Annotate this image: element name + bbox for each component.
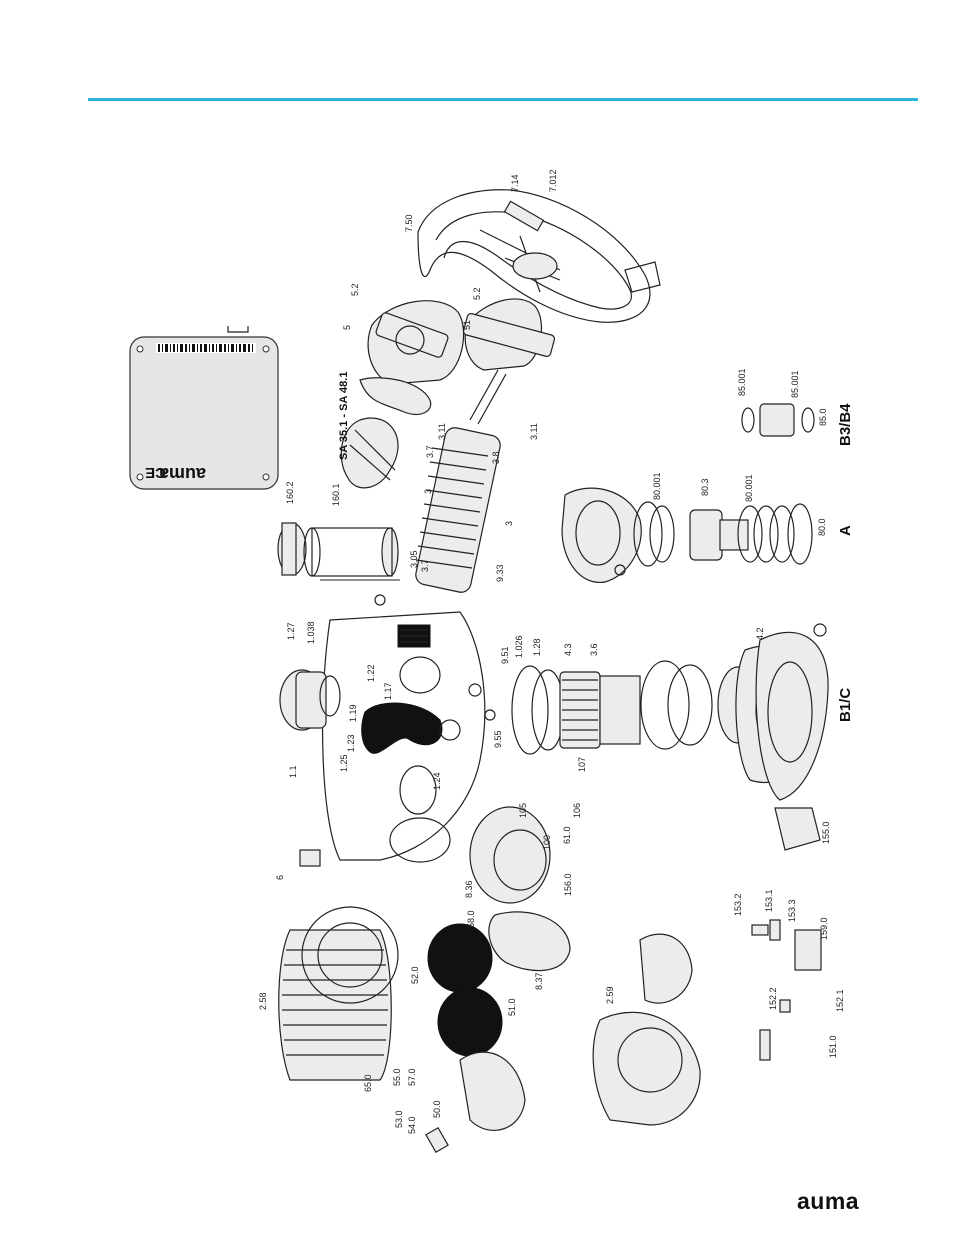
label-1-026: 1.026 (514, 635, 524, 658)
label-55-0: 55.0 (392, 1068, 402, 1086)
small-hardware (299, 564, 827, 1153)
label-5-2-lower: 5.2 (472, 287, 482, 300)
label-2-59: 2.59 (605, 986, 615, 1004)
label-80-3: 80.3 (700, 478, 710, 496)
label-85-001-b: 85.001 (790, 370, 800, 398)
label-3-11-upper: 3.11 (437, 423, 447, 440)
shaft-spring-assembly (340, 369, 507, 593)
label-54-0: 54.0 (407, 1116, 417, 1134)
label-8-36: 8.36 (464, 880, 474, 898)
label-1-23: 1.23 (346, 734, 356, 752)
label-5-2-upper: 5.2 (350, 283, 360, 296)
label-80-001-b: 80.001 (744, 474, 754, 502)
motor-rotor (427, 923, 526, 1131)
group-label-b3b4: B3/B4 (837, 403, 854, 446)
label-85-0: 85.0 (818, 408, 828, 426)
output-drive-b3b4 (741, 403, 815, 437)
diagram-title: SA 35.1 - SA 48.1 (338, 372, 350, 460)
label-153-2: 153.2 (733, 893, 743, 916)
label-9-33: 9.33 (495, 564, 505, 582)
label-153-1: 153.1 (764, 889, 774, 912)
control-unit (469, 806, 571, 972)
label-85-001-a: 85.001 (737, 368, 747, 396)
label-152-2: 152.2 (768, 987, 778, 1010)
label-3-11-lower: 3.11 (529, 423, 539, 440)
label-1-24: 1.24 (432, 772, 442, 790)
housing-cover (279, 669, 341, 731)
main-housing (322, 611, 496, 863)
label-61-0: 61.0 (562, 826, 572, 844)
label-58-0: 58.0 (466, 910, 476, 928)
label-7-14: 7.14 (510, 174, 520, 192)
label-7-012: 7.012 (548, 169, 558, 192)
nameplate-brand: auma (158, 464, 206, 484)
motor (278, 906, 399, 1081)
label-155-0: 155.0 (821, 821, 831, 844)
group-labels: A B1/C B3/B4 (837, 403, 854, 722)
label-152-1: 152.1 (835, 989, 845, 1012)
label-80-0: 80.0 (817, 518, 827, 536)
label-51-0: 51.0 (507, 998, 517, 1016)
label-160-2: 160.2 (285, 481, 295, 504)
output-drive-a (561, 487, 813, 583)
label-80-001-a: 80.001 (652, 472, 662, 500)
label-1-19: 1.19 (348, 704, 358, 722)
label-2-58: 2.58 (258, 992, 268, 1010)
label-1-17: 1.17 (383, 682, 393, 700)
label-51: 51 (462, 320, 472, 330)
label-3-7-lower: 3.7 (420, 559, 430, 572)
output-drive-b1c (755, 631, 829, 851)
label-159-0: 159.0 (819, 917, 829, 940)
label-5: 5 (342, 325, 352, 330)
label-7-50: 7.50 (404, 214, 414, 232)
label-1-25: 1.25 (339, 754, 349, 772)
group-label-b1c: B1/C (837, 688, 854, 722)
header-rule (88, 98, 918, 101)
footer-brand-logo: auma (797, 1188, 860, 1214)
label-65-0: 65.0 (363, 1074, 373, 1092)
label-151-0: 151.0 (828, 1035, 838, 1058)
label-1-22: 1.22 (366, 664, 376, 682)
label-106: 106 (572, 803, 582, 818)
label-1-1: 1.1 (288, 765, 298, 778)
label-3-7-upper: 3.7 (425, 445, 435, 458)
handwheel (417, 189, 661, 323)
label-105: 105 (518, 803, 528, 818)
label-100: 100 (542, 835, 552, 850)
label-3-lower: 3 (504, 521, 514, 526)
label-8-37: 8.37 (534, 972, 544, 990)
label-50-0: 50.0 (432, 1100, 442, 1118)
label-153-3: 153.3 (787, 899, 797, 922)
label-156-0: 156.0 (563, 873, 573, 896)
group-label-a: A (837, 525, 854, 536)
handwheel-gear (592, 933, 701, 1126)
label-1-27: 1.27 (286, 622, 296, 640)
label-4-3: 4.3 (563, 643, 573, 656)
spacer-tube (277, 522, 400, 581)
label-53-0: 53.0 (394, 1110, 404, 1128)
label-1-28: 1.28 (532, 638, 542, 656)
barcode (156, 343, 256, 353)
nameplate-ce-mark: CE (145, 464, 166, 481)
label-57-0: 57.0 (407, 1068, 417, 1086)
label-6: 6 (275, 875, 285, 880)
label-160-1: 160.1 (331, 483, 341, 506)
label-52-0: 52.0 (410, 966, 420, 984)
label-9-55: 9.55 (493, 730, 503, 748)
label-9-51: 9.51 (500, 646, 510, 664)
part-labels: 7.14 7.012 7.50 5.2 5 51 5.2 SA 35.1 - S… (258, 169, 845, 1134)
label-4-2: 4.2 (755, 627, 765, 640)
label-3-05: 3.05 (409, 550, 419, 568)
nameplate: auma CE (129, 326, 279, 490)
label-3-upper: 3 (423, 489, 433, 494)
gear-housing-upper (367, 298, 556, 385)
label-3-8: 3.8 (491, 451, 501, 464)
label-3-6: 3.6 (589, 643, 599, 656)
label-107: 107 (577, 757, 587, 772)
label-1-038: 1.038 (306, 621, 316, 644)
